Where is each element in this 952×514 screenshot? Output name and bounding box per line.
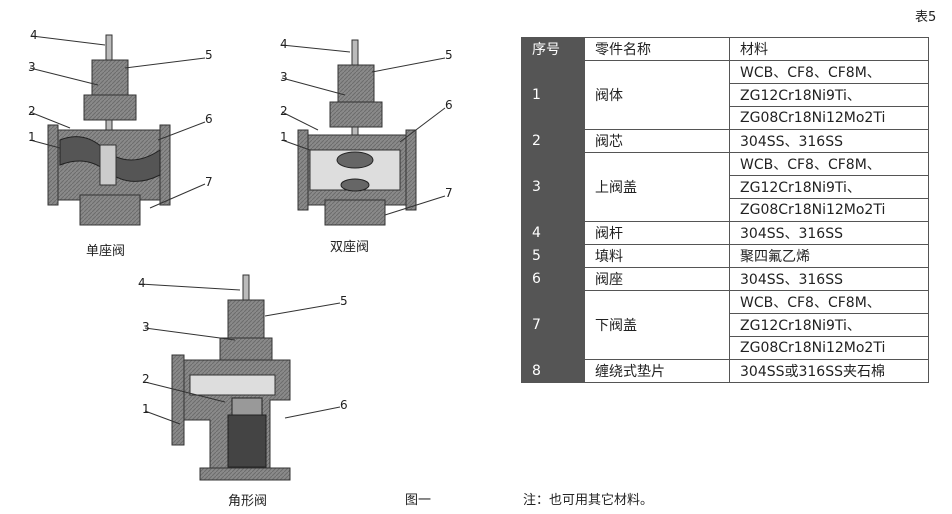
row-material: 聚四氟乙烯 — [729, 244, 929, 268]
figure-caption: 图一 — [405, 493, 432, 508]
table-row: ZG08Cr18Ni12Mo2Ti — [522, 336, 929, 360]
label-part-6: 6 — [205, 112, 213, 126]
label-part-3: 3 — [280, 70, 288, 84]
row-material: ZG08Cr18Ni12Mo2Ti — [729, 198, 929, 222]
header-number: 序号 — [521, 37, 585, 61]
row-number: 4 — [521, 221, 585, 245]
table-title: 表5 — [915, 10, 937, 25]
row-number: 8 — [521, 359, 585, 383]
row-number: 7 — [521, 290, 585, 360]
label-part-6: 6 — [445, 98, 453, 112]
header-part-name: 零件名称 — [584, 37, 730, 61]
row-number: 2 — [521, 129, 585, 153]
valve-drawings — [29, 34, 446, 481]
label-part-7: 7 — [445, 186, 453, 200]
label-part-1: 1 — [28, 130, 36, 144]
row-material: 304SS或316SS夹石棉 — [729, 359, 929, 383]
row-part-name: 阀芯 — [584, 129, 730, 153]
row-number: 5 — [521, 244, 585, 268]
label-part-4: 4 — [280, 37, 288, 51]
row-material: 304SS、316SS — [729, 129, 929, 153]
label-part-4: 4 — [30, 28, 38, 42]
label-part-1: 1 — [280, 130, 288, 144]
row-part-name: 填料 — [584, 244, 730, 268]
row-part-name: 下阀盖 — [584, 290, 730, 360]
label-part-7: 7 — [205, 175, 213, 189]
double-seat-valve-drawing — [297, 39, 417, 226]
label-part-1: 1 — [142, 402, 150, 416]
row-material: WCB、CF8、CF8M、 — [729, 290, 929, 314]
row-material: ZG08Cr18Ni12Mo2Ti — [729, 336, 929, 360]
label-part-3: 3 — [142, 320, 150, 334]
row-number: 6 — [521, 267, 585, 291]
row-material: ZG08Cr18Ni12Mo2Ti — [729, 106, 929, 130]
row-material: ZG12Cr18Ni9Ti、 — [729, 83, 929, 107]
single-seat-valve-drawing — [47, 34, 171, 226]
valve-figure: 4 3 5 2 6 1 7 单座阀 4 3 5 2 6 1 7 双座阀 4 5 … — [28, 28, 453, 509]
header-material: 材料 — [729, 37, 929, 61]
row-material: ZG12Cr18Ni9Ti、 — [729, 313, 929, 337]
row-part-name: 阀体 — [584, 60, 730, 130]
row-material: WCB、CF8、CF8M、 — [729, 152, 929, 176]
caption-angle-valve: 角形阀 — [228, 494, 268, 509]
table-row: ZG12Cr18Ni9Ti、 — [522, 83, 929, 107]
row-material: WCB、CF8、CF8M、 — [729, 60, 929, 84]
label-part-2: 2 — [142, 372, 150, 386]
caption-single-seat: 单座阀 — [86, 244, 126, 259]
row-part-name: 上阀盖 — [584, 152, 730, 222]
label-part-5: 5 — [445, 48, 453, 62]
table-row: ZG12Cr18Ni9Ti、 — [522, 175, 929, 199]
row-number: 1 — [521, 60, 585, 130]
caption-double-seat: 双座阀 — [330, 240, 370, 255]
row-material: 304SS、316SS — [729, 221, 929, 245]
table-row: ZG08Cr18Ni12Mo2Ti — [522, 198, 929, 222]
label-part-3: 3 — [28, 60, 36, 74]
row-part-name: 缠绕式垫片 — [584, 359, 730, 383]
label-part-6: 6 — [340, 398, 348, 412]
label-part-2: 2 — [280, 104, 288, 118]
row-part-name: 阀座 — [584, 267, 730, 291]
label-part-4: 4 — [138, 276, 146, 290]
row-number: 3 — [521, 152, 585, 222]
table-header-row: 序号 零件名称 材料 — [521, 37, 929, 61]
table-note: 注：也可用其它材料。 — [523, 493, 654, 508]
angle-valve-drawing — [171, 274, 291, 481]
row-part-name: 阀杆 — [584, 221, 730, 245]
label-part-5: 5 — [205, 48, 213, 62]
label-part-2: 2 — [28, 104, 36, 118]
row-material: 304SS、316SS — [729, 267, 929, 291]
table-row: ZG12Cr18Ni9Ti、 — [522, 313, 929, 337]
row-material: ZG12Cr18Ni9Ti、 — [729, 175, 929, 199]
label-part-5: 5 — [340, 294, 348, 308]
